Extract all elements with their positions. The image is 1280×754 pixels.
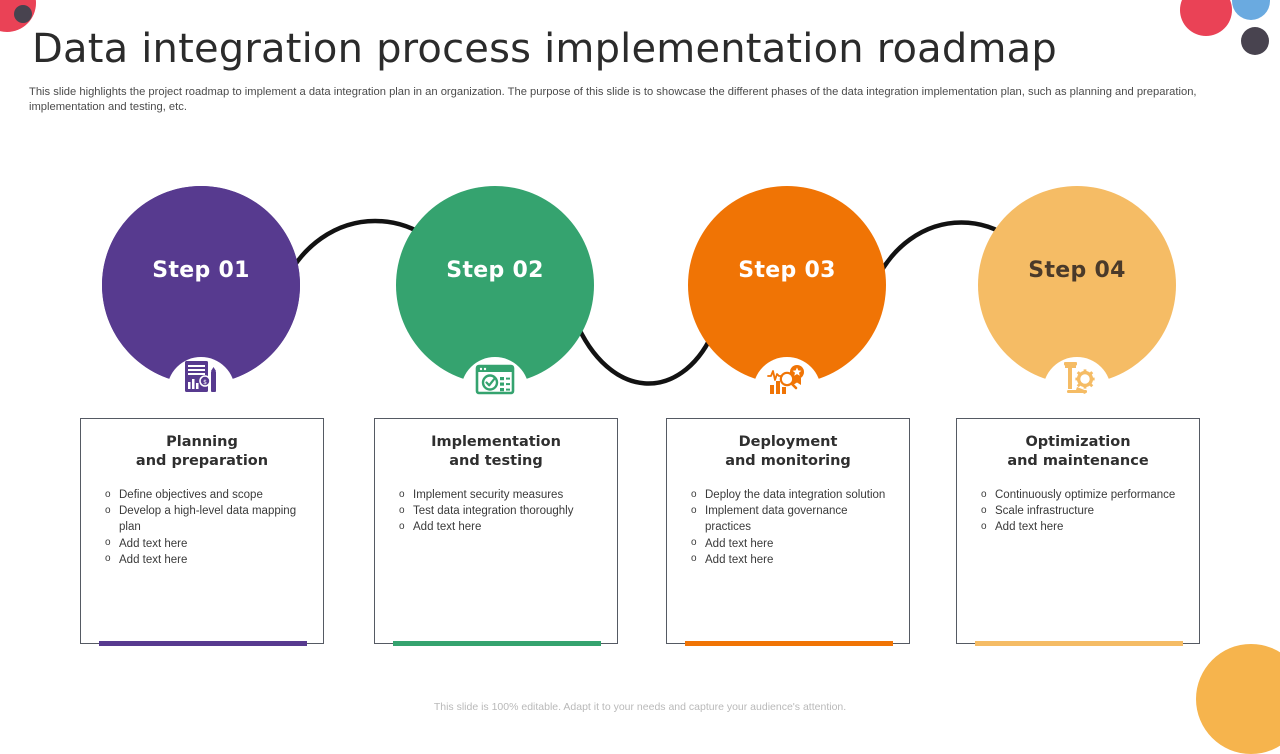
decoration-top-right-blue-shape xyxy=(1232,0,1270,20)
card-accent-bar xyxy=(393,641,601,646)
card-bullet-list: Define objectives and scope Develop a hi… xyxy=(81,486,323,568)
step-bubble-wrap: Step 04 xyxy=(978,186,1176,394)
list-item: Test data integration thoroughly xyxy=(399,503,603,519)
card-accent-bar xyxy=(99,641,307,646)
monitoring-award-icon xyxy=(767,365,804,394)
card-title-line-1: Implementation xyxy=(431,434,561,450)
card-accent-bar xyxy=(975,641,1183,646)
step-info-card[interactable]: Optimization and maintenance Continuousl… xyxy=(956,418,1200,646)
list-item: Add text here xyxy=(105,535,309,552)
decoration-top-right-dark-dot xyxy=(1241,27,1269,55)
decoration-top-left-dark-dot xyxy=(14,5,32,23)
step-bubble-wrap: Step 01 $ xyxy=(102,186,300,392)
list-item: Add text here xyxy=(691,535,895,552)
card-title-line-2: and testing xyxy=(449,453,543,469)
step-bubble-wrap: Step 02 xyxy=(396,186,594,395)
footer-note: This slide is 100% editable. Adapt it to… xyxy=(433,701,847,713)
page-subtitle: This slide highlights the project roadma… xyxy=(29,86,1197,113)
card-title-line-2: and preparation xyxy=(135,453,269,469)
list-item: Add text here xyxy=(105,551,309,568)
step-badge-label: Step 02 xyxy=(446,258,544,283)
card-title-line-1: Optimization xyxy=(1025,434,1131,450)
card-accent-bar xyxy=(685,641,893,646)
step-info-card[interactable]: Planning and preparation Define objectiv… xyxy=(80,418,324,646)
list-item: Add text here xyxy=(691,551,895,568)
step-badge-label: Step 01 xyxy=(152,258,250,283)
step-bubble-shape xyxy=(396,186,594,384)
page-title: Data integration process implementation … xyxy=(32,26,1057,72)
svg-text:$: $ xyxy=(203,379,207,386)
roadmap-step-1[interactable]: Step 01 $ Planning and preparation xyxy=(80,186,324,646)
step-bubble-wrap: Step 03 xyxy=(688,186,886,394)
card-bullet-list: Implement security measures Test data in… xyxy=(375,486,617,536)
list-item: Define objectives and scope xyxy=(105,486,309,503)
card-title-line-2: and maintenance xyxy=(1007,453,1149,469)
list-item: Add text here xyxy=(399,519,603,535)
list-item: Add text here xyxy=(981,519,1185,535)
card-title: Implementation and testing xyxy=(375,433,617,471)
step-bubble-shape xyxy=(102,186,300,384)
checklist-window-icon xyxy=(475,364,515,395)
step-info-card[interactable]: Implementation and testing Implement sec… xyxy=(374,418,618,646)
card-bullet-list: Continuously optimize performance Scale … xyxy=(957,486,1199,536)
step-badge-label: Step 03 xyxy=(738,258,836,283)
step-bubble-shape xyxy=(688,186,886,384)
decoration-top-right-red-circle xyxy=(1180,0,1232,36)
step-info-card[interactable]: Deployment and monitoring Deploy the dat… xyxy=(666,418,910,646)
step-badge-label: Step 04 xyxy=(1028,258,1126,283)
report-document-icon: $ xyxy=(185,361,216,392)
card-title-line-2: and monitoring xyxy=(725,453,851,469)
decoration-bottom-right-amber-circle xyxy=(1196,644,1280,754)
card-bullet-list: Deploy the data integration solution Imp… xyxy=(667,486,909,568)
roadmap-step-2[interactable]: Step 02 Implementation and testing xyxy=(374,186,618,646)
list-item: Deploy the data integration solution xyxy=(691,486,895,503)
list-item: Scale infrastructure xyxy=(981,503,1185,519)
card-title: Planning and preparation xyxy=(81,433,323,471)
list-item: Continuously optimize performance xyxy=(981,486,1185,503)
card-title-line-1: Deployment xyxy=(738,434,838,450)
card-title: Deployment and monitoring xyxy=(667,433,909,471)
card-title: Optimization and maintenance xyxy=(957,433,1199,471)
roadmap-stage: Step 01 $ Planning and preparation xyxy=(0,170,1280,646)
tools-gear-icon xyxy=(1064,362,1095,394)
card-title-line-1: Planning xyxy=(166,434,238,450)
list-item: Implement data governance practices xyxy=(691,503,895,535)
step-bubble-shape xyxy=(978,186,1176,384)
list-item: Implement security measures xyxy=(399,486,603,503)
list-item: Develop a high-level data mapping plan xyxy=(105,503,309,535)
roadmap-step-4[interactable]: Step 04 Op xyxy=(956,186,1200,646)
roadmap-step-3[interactable]: Step 03 Deployment and monitoring Deploy… xyxy=(666,186,910,646)
